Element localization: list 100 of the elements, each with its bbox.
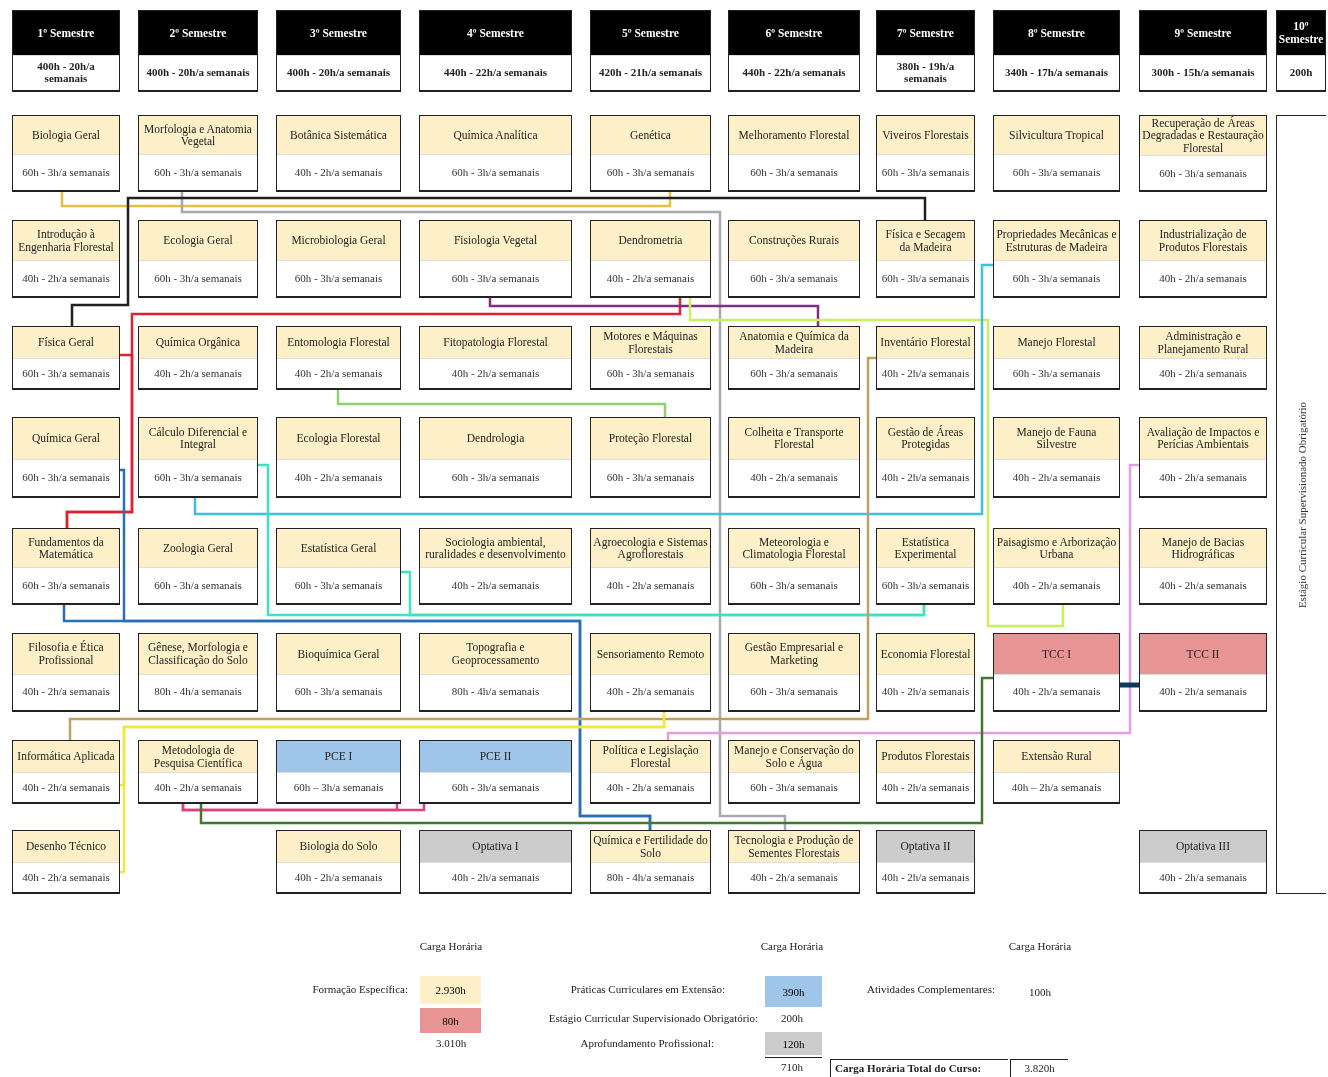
course-box xyxy=(728,633,860,712)
prerequisite-line xyxy=(65,298,682,528)
course-box xyxy=(993,417,1120,498)
course-box xyxy=(12,326,120,390)
legend-swatch: 2.930h xyxy=(420,976,481,1004)
course-hours: 60h - 3h/a semanais xyxy=(13,154,119,190)
course-title: Motores e Máquinas Florestais xyxy=(591,327,710,359)
course-hours: 40h - 2h/a semanais xyxy=(877,458,974,496)
course-hours: 60h - 3h/a semanais xyxy=(277,673,400,710)
semester-hours: 300h - 15h/a semanais xyxy=(1140,54,1266,90)
course-title: Sensoriamento Remoto xyxy=(591,634,710,674)
course-title: Informática Aplicada xyxy=(13,741,119,773)
course-title: Avaliação de Impactos e Perícias Ambientais xyxy=(1140,418,1266,459)
course-box xyxy=(138,633,258,712)
course-title: Manejo e Conservação do Solo e Água xyxy=(729,741,859,773)
course-hours: 40h - 2h/a semanais xyxy=(994,567,1119,603)
course-box xyxy=(12,417,120,498)
legend-swatch: 390h xyxy=(765,976,822,1007)
course-box xyxy=(1139,115,1267,192)
column-heading: Carga Horária xyxy=(418,940,484,953)
course-box xyxy=(590,417,711,498)
course-hours: 60h - 3h/a semanais xyxy=(1140,155,1266,191)
course-hours: 40h - 2h/a semanais xyxy=(420,567,571,603)
total-label: Carga Horária Total do Curso: xyxy=(830,1059,1008,1077)
course-box xyxy=(728,115,860,192)
course-box xyxy=(590,830,711,894)
course-hours: 40h - 2h/a semanais xyxy=(591,567,710,603)
course-box xyxy=(138,740,258,804)
course-hours: 80h - 4h/a semanais xyxy=(139,673,257,710)
course-box xyxy=(276,740,401,804)
semester-header xyxy=(276,10,401,92)
course-box xyxy=(1139,220,1267,298)
course-title: Colheita e Transporte Florestal xyxy=(729,418,859,459)
course-hours: 60h - 3h/a semanais xyxy=(591,154,710,190)
course-box xyxy=(12,220,120,298)
course-hours: 60h - 3h/a semanais xyxy=(420,458,571,496)
prerequisite-line xyxy=(336,390,667,417)
semester-header xyxy=(1276,10,1326,92)
column-heading: Carga Horária xyxy=(759,940,825,953)
course-title: Silvicultura Tropical xyxy=(994,116,1119,155)
course-box xyxy=(419,633,572,712)
course-box xyxy=(1139,417,1267,498)
course-hours: 40h - 2h/a semanais xyxy=(729,862,859,892)
course-box xyxy=(590,528,711,605)
course-box xyxy=(590,326,711,390)
course-hours: 40h - 2h/a semanais xyxy=(13,673,119,710)
course-title: Cálculo Diferencial e Integral xyxy=(139,418,257,459)
semester-title: 6º Semestre xyxy=(729,11,859,55)
course-title: Manejo de Bacias Hidrográficas xyxy=(1140,529,1266,568)
course-box xyxy=(12,528,120,605)
course-box xyxy=(993,740,1120,804)
prerequisite-line xyxy=(62,605,652,830)
course-box xyxy=(276,830,401,894)
course-title: Estatística Experimental xyxy=(877,529,974,568)
course-box xyxy=(728,220,860,298)
prerequisite-line xyxy=(401,570,926,617)
course-hours: 40h - 2h/a semanais xyxy=(1140,358,1266,388)
course-box xyxy=(728,528,860,605)
course-box xyxy=(1139,326,1267,390)
course-hours: 40h - 2h/a semanais xyxy=(1140,260,1266,296)
course-title: Bioquímica Geral xyxy=(277,634,400,674)
course-box xyxy=(1139,633,1267,712)
category-label: Práticas Curriculares em Extensão: xyxy=(570,983,725,995)
course-hours: 40h - 2h/a semanais xyxy=(729,458,859,496)
course-title: Gestão de Áreas Protegidas xyxy=(877,418,974,459)
course-title: Manejo de Fauna Silvestre xyxy=(994,418,1119,459)
course-title: Morfologia e Anatomia Vegetal xyxy=(139,116,257,155)
course-title: Fitopatologia Florestal xyxy=(420,327,571,359)
course-hours: 40h - 2h/a semanais xyxy=(277,358,400,388)
prerequisite-line xyxy=(180,192,787,830)
course-title: Dendrologia xyxy=(420,418,571,459)
course-box xyxy=(1139,528,1267,605)
course-hours: 60h - 3h/a semanais xyxy=(994,154,1119,190)
legend-swatch: 80h xyxy=(420,1008,481,1033)
course-box xyxy=(876,115,975,192)
course-hours: 40h - 2h/a semanais xyxy=(420,862,571,892)
course-hours: 60h - 3h/a semanais xyxy=(729,260,859,296)
semester-title: 2º Semestre xyxy=(139,11,257,55)
course-hours: 40h - 2h/a semanais xyxy=(877,862,974,892)
course-title: Política e Legislação Florestal xyxy=(591,741,710,773)
course-hours: 60h - 3h/a semanais xyxy=(877,154,974,190)
course-hours: 40h - 2h/a semanais xyxy=(877,772,974,802)
semester-header xyxy=(138,10,258,92)
prerequisite-line xyxy=(199,676,993,825)
course-hours: 60h - 3h/a semanais xyxy=(729,358,859,388)
course-title: Topografia e Geoprocessamento xyxy=(420,634,571,674)
course-title: Introdução à Engenharia Florestal xyxy=(13,221,119,260)
course-title: Optativa II xyxy=(877,831,974,863)
course-hours: 60h - 3h/a semanais xyxy=(729,154,859,190)
course-hours: 60h - 3h/a semanais xyxy=(139,458,257,496)
course-hours: 40h - 2h/a semanais xyxy=(591,260,710,296)
course-hours: 60h - 3h/a semanais xyxy=(591,458,710,496)
course-title: Optativa I xyxy=(420,831,571,863)
course-box xyxy=(1139,830,1267,894)
semester-hours: 200h xyxy=(1277,54,1325,90)
course-title: Industrialização de Produtos Florestais xyxy=(1140,221,1266,260)
category-label: Aprofundamento Profissional: xyxy=(580,1037,714,1049)
course-title: TCC II xyxy=(1140,634,1266,674)
course-box xyxy=(12,830,120,894)
course-title: Filosofia e Ética Profissional xyxy=(13,634,119,674)
